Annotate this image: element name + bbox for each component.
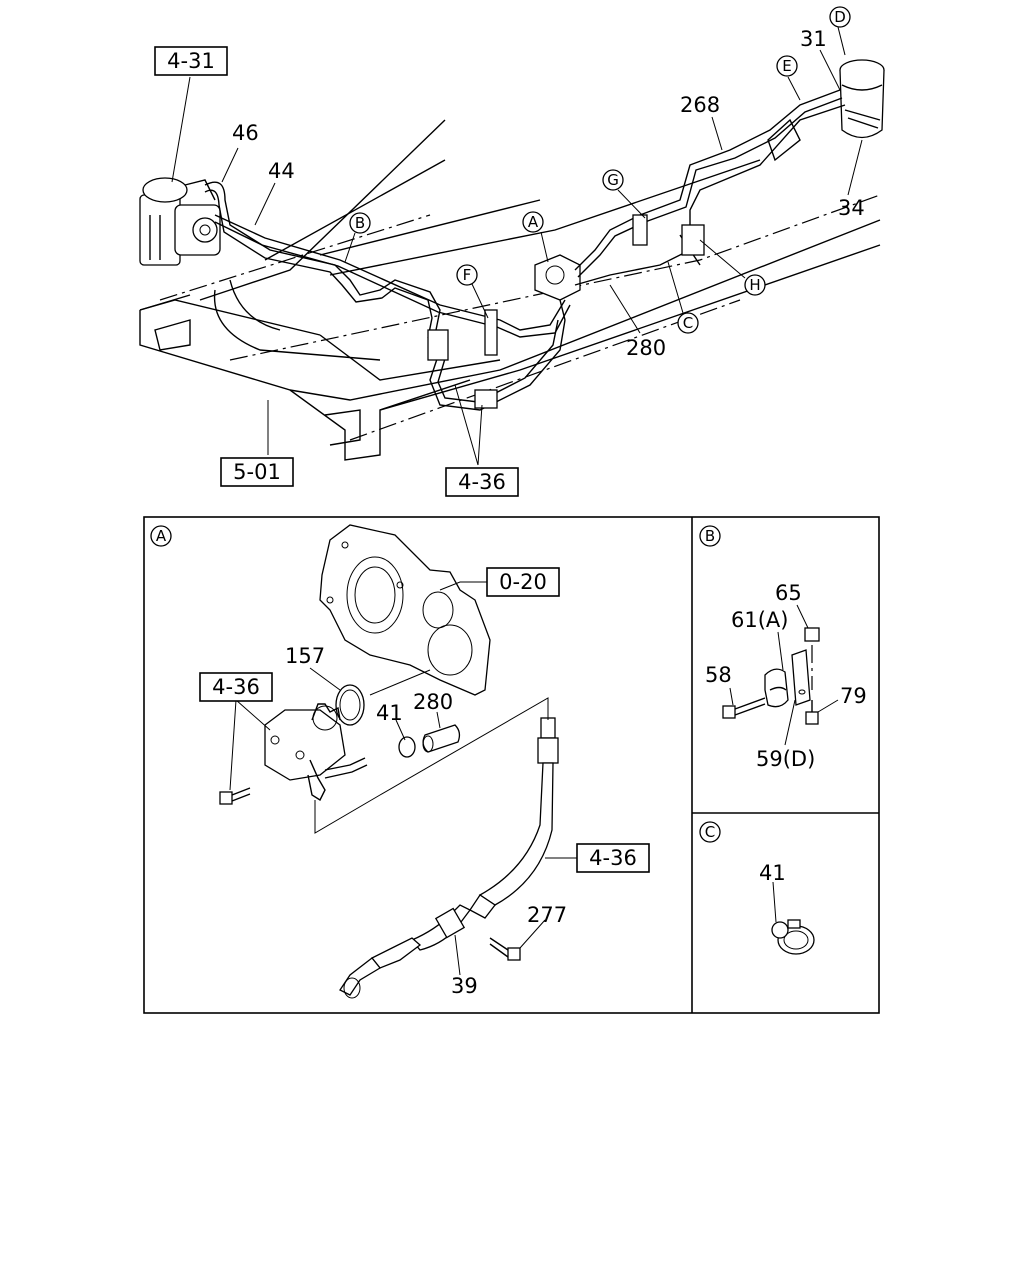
chassis-frame	[139, 119, 881, 461]
ref-label-4-31: 4-31	[167, 49, 215, 73]
panel-c-marker: C	[699, 821, 721, 843]
panel-b-marker: B	[699, 525, 721, 547]
part-number-34: 34	[838, 196, 865, 220]
part-number-61a: 61(A)	[731, 608, 788, 632]
ref-label-4-36-pump: 4-36	[212, 675, 260, 699]
svg-text:A: A	[528, 213, 539, 231]
panel-c-leader	[772, 881, 777, 923]
power-steering-pump	[534, 254, 581, 321]
detail-panel-b: B 65 61(A) 58 79 59(D)	[699, 525, 867, 771]
overview-illustration: 4-31 5-01 4-36 46 44 268 31 34 280 A B C…	[139, 6, 885, 497]
oil-reservoir	[839, 59, 885, 139]
svg-text:B: B	[705, 527, 715, 545]
part-number-280: 280	[626, 336, 666, 360]
part-number-41: 41	[376, 701, 403, 725]
marker-f: F	[456, 264, 478, 286]
svg-text:H: H	[749, 276, 760, 294]
steering-gear-box	[139, 177, 221, 266]
nut	[804, 627, 820, 642]
svg-text:F: F	[463, 266, 472, 284]
marker-g: G	[602, 169, 624, 191]
part-number-44: 44	[268, 159, 295, 183]
pump-assembly	[264, 703, 368, 802]
part-number-157: 157	[285, 644, 325, 668]
panel-a-marker: A	[150, 525, 172, 547]
marker-b: B	[349, 212, 371, 234]
marker-e: E	[776, 55, 798, 77]
detail-panels	[143, 516, 880, 1014]
svg-text:A: A	[156, 527, 167, 545]
marker-c: C	[677, 312, 699, 334]
part-number-31: 31	[800, 27, 827, 51]
svg-text:D: D	[834, 8, 846, 26]
marker-d: D	[829, 6, 851, 28]
part-number-268: 268	[680, 93, 720, 117]
panel-a-leaders	[229, 581, 577, 976]
ref-box-4-36-hose	[576, 843, 650, 873]
hose-clamp	[398, 736, 416, 758]
ref-label-5-01: 5-01	[233, 460, 281, 484]
part-number-277: 277	[527, 903, 567, 927]
part-number-41-clamp: 41	[759, 861, 786, 885]
svg-text:C: C	[705, 823, 715, 841]
ref-label-4-36: 4-36	[458, 470, 506, 494]
detail-panel-c: C 41	[699, 821, 815, 955]
part-number-39: 39	[451, 974, 478, 998]
high-pressure-hose	[339, 717, 559, 999]
clip-bracket-assembly	[722, 627, 820, 725]
svg-text:E: E	[782, 57, 791, 75]
svg-text:B: B	[355, 214, 365, 232]
part-number-79: 79	[840, 684, 867, 708]
panel-b-leaders	[729, 604, 839, 746]
part-number-65: 65	[775, 581, 802, 605]
short-hose	[422, 724, 461, 753]
hose-clamp-detail	[771, 919, 815, 955]
marker-h: H	[744, 274, 766, 296]
pipe-lines	[204, 89, 846, 411]
part-number-59d: 59(D)	[756, 747, 815, 771]
ref-box-5-01	[220, 457, 294, 487]
ref-box-4-36	[445, 467, 519, 497]
part-number-58: 58	[705, 663, 732, 687]
pump-mount-bolt	[219, 787, 251, 805]
ref-label-0-20: 0-20	[499, 570, 547, 594]
ref-label-4-36-hose: 4-36	[589, 846, 637, 870]
marker-a: A	[522, 211, 544, 233]
ref-box-4-36-pump	[199, 672, 273, 702]
detail-panel-a: A	[150, 524, 650, 999]
gear-case-plate	[319, 524, 491, 696]
part-number-46: 46	[232, 121, 259, 145]
part-number-280-detail: 280	[413, 690, 453, 714]
svg-text:C: C	[683, 314, 693, 332]
overview-leaders	[171, 26, 863, 466]
ref-box-0-20	[486, 567, 560, 597]
ref-box-4-31	[154, 46, 228, 76]
svg-text:G: G	[607, 171, 619, 189]
hose-bracket-bolt	[489, 937, 521, 961]
